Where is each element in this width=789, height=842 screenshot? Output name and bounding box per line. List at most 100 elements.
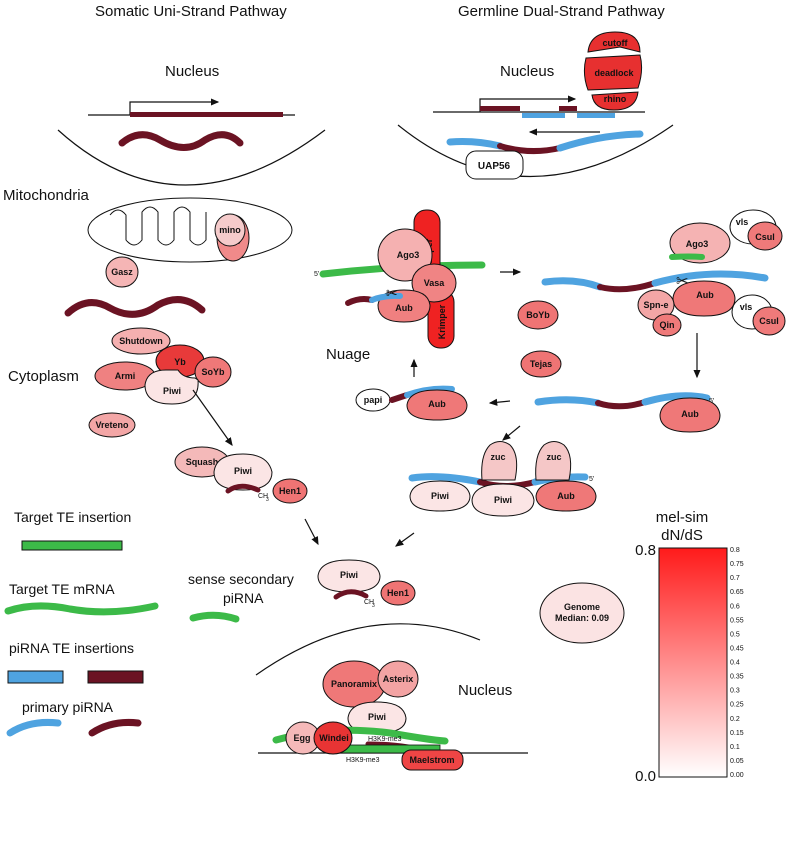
arrow-to-zuc-germline bbox=[502, 425, 521, 441]
colorbar-tick-label: 0.6 bbox=[730, 603, 740, 610]
cutoff-label: cutoff bbox=[603, 38, 629, 48]
germline-pathway-header: Germline Dual-Strand Pathway bbox=[458, 3, 665, 20]
hen1-mature-label: Hen1 bbox=[387, 588, 409, 598]
pirna-aub-maroon bbox=[345, 296, 375, 306]
aub-transcript-blue-1 bbox=[534, 396, 602, 407]
colorbar-tick-label: 0.00 bbox=[730, 772, 744, 779]
shutdown-label: Shutdown bbox=[119, 336, 163, 346]
colorbar-tick-label: 0.4 bbox=[730, 660, 740, 667]
maelstrom-label: Maelstrom bbox=[409, 755, 454, 765]
zuc-germline-1-label: zuc bbox=[490, 452, 505, 462]
aub-right-protein bbox=[672, 280, 736, 317]
colorbar-tick-label: 0.75 bbox=[730, 561, 744, 568]
cytoplasm-label: Cytoplasm bbox=[8, 368, 79, 385]
legend-target-mrna-label: Target TE mRNA bbox=[9, 581, 115, 597]
boyb-label: BoYb bbox=[526, 310, 550, 320]
vreteno-label: Vreteno bbox=[95, 420, 129, 430]
windei-protein bbox=[313, 721, 353, 755]
precursor-transcript-cytoplasm bbox=[64, 296, 206, 318]
hen1-mature-protein bbox=[380, 580, 416, 606]
dual-transcript-maroon bbox=[497, 143, 563, 154]
genome-median-line1: Genome bbox=[564, 602, 600, 612]
gasz-protein bbox=[105, 256, 139, 288]
legend-primary-pirna-blue bbox=[6, 719, 62, 737]
ch3-mature-sub: 3 bbox=[372, 603, 375, 609]
legend-sense-secondary-swatch bbox=[189, 611, 240, 623]
cluster-segment-blue-2 bbox=[577, 113, 615, 118]
piwi-bound-pirna-somatic bbox=[225, 483, 261, 494]
nucleus-label-somatic: Nucleus bbox=[165, 63, 219, 80]
transcription-arrow-somatic bbox=[129, 98, 220, 115]
panoramix-label: Panoramix bbox=[331, 679, 377, 689]
mino-protein bbox=[214, 213, 246, 247]
colorbar-tick-label: 0.5 bbox=[730, 631, 740, 638]
genome-median-line2: Median: 0.09 bbox=[555, 613, 609, 623]
hen1-somatic-label: Hen1 bbox=[279, 486, 301, 496]
deadlock-label: deadlock bbox=[594, 68, 634, 78]
gasz-label: Gasz bbox=[111, 267, 133, 277]
papi-label: papi bbox=[364, 395, 383, 405]
colorbar-tick-label: 0.3 bbox=[730, 688, 740, 695]
legend-target-insertion-swatch bbox=[21, 540, 123, 551]
colorbar-title-2: dN/dS bbox=[661, 527, 703, 544]
egg-label: Egg bbox=[294, 733, 311, 743]
legend-pirna-insertion-blue bbox=[7, 670, 64, 684]
csul-bottom-protein bbox=[752, 306, 786, 336]
asterix-protein bbox=[377, 660, 419, 698]
five-prime-label-2: 5' bbox=[709, 398, 714, 405]
legend-sense-secondary-1: sense secondary bbox=[188, 571, 294, 587]
maelstrom-protein bbox=[401, 749, 464, 771]
uap56-label: UAP56 bbox=[478, 161, 511, 172]
ago3-nuage-label: Ago3 bbox=[397, 250, 420, 260]
pirna-cluster-somatic bbox=[130, 112, 283, 117]
zuc-transcript-blue-1 bbox=[408, 473, 484, 486]
legend-target-mrna-swatch bbox=[4, 602, 159, 616]
zuc-germline-1-protein bbox=[481, 441, 518, 481]
tejas-protein bbox=[520, 350, 562, 378]
aub-papi-label: Aub bbox=[428, 399, 446, 409]
aub-zuc-protein bbox=[535, 480, 597, 512]
legend-target-insertion-label: Target TE insertion bbox=[14, 509, 131, 525]
ago3-nuage-protein bbox=[377, 228, 433, 282]
colorbar-tick-label: 0.45 bbox=[730, 645, 744, 652]
piwi-mature-protein bbox=[317, 559, 381, 593]
five-prime-label-3: 5' bbox=[589, 476, 594, 483]
yb-label: Yb bbox=[174, 357, 186, 367]
colorbar-tick-label: 0.55 bbox=[730, 617, 744, 624]
legend-sense-secondary-2: piRNA bbox=[223, 590, 264, 606]
armi-label: Armi bbox=[115, 371, 136, 381]
piwi-germline-1-protein bbox=[409, 480, 471, 512]
cleaved-transcript-maroon bbox=[597, 280, 658, 293]
colorbar-title-1: mel-sim bbox=[656, 509, 709, 526]
dual-transcript-blue-1 bbox=[446, 138, 504, 150]
piwi-mature-label: Piwi bbox=[340, 570, 358, 580]
piwi-germline-2-protein bbox=[471, 483, 535, 517]
colorbar-ticks: 0.80.750.70.650.60.550.50.450.40.350.30.… bbox=[730, 547, 744, 779]
vls-top-label: vls bbox=[736, 217, 749, 227]
scissors-icon-1: ✂ bbox=[386, 285, 398, 301]
pirna-aub-blue bbox=[369, 292, 403, 303]
vasa-label: Vasa bbox=[424, 278, 446, 288]
arrow-to-piwi-mature bbox=[395, 532, 415, 547]
aub-transcript-blue-2 bbox=[641, 392, 711, 406]
ch3-somatic: CH bbox=[258, 493, 268, 500]
spne-label: Spn-e bbox=[643, 300, 668, 310]
legend-primary-pirna-label: primary piRNA bbox=[22, 699, 114, 715]
cluster-segment-maroon-2 bbox=[559, 106, 577, 111]
ch3-mature: CH bbox=[364, 599, 374, 606]
cleaved-transcript-blue-1 bbox=[541, 277, 604, 291]
aub-transcript-maroon bbox=[595, 399, 648, 410]
nuclear-envelope-somatic bbox=[57, 129, 326, 186]
piwi-nuclear-label: Piwi bbox=[368, 712, 386, 722]
nuclear-envelope-germline bbox=[397, 124, 674, 178]
piwi-squash-label: Piwi bbox=[234, 466, 252, 476]
somatic-pathway-header: Somatic Uni-Strand Pathway bbox=[95, 3, 287, 20]
colorbar-tick-label: 0.15 bbox=[730, 730, 744, 737]
legend-primary-pirna-maroon bbox=[88, 719, 142, 737]
hen1-somatic-protein bbox=[272, 478, 308, 504]
h3k9-label-bottom: H3K9-me3 bbox=[346, 757, 380, 764]
tejas-label: Tejas bbox=[530, 359, 552, 369]
piwi-cytoplasm-protein bbox=[144, 369, 199, 405]
genome-median-badge bbox=[539, 582, 625, 644]
